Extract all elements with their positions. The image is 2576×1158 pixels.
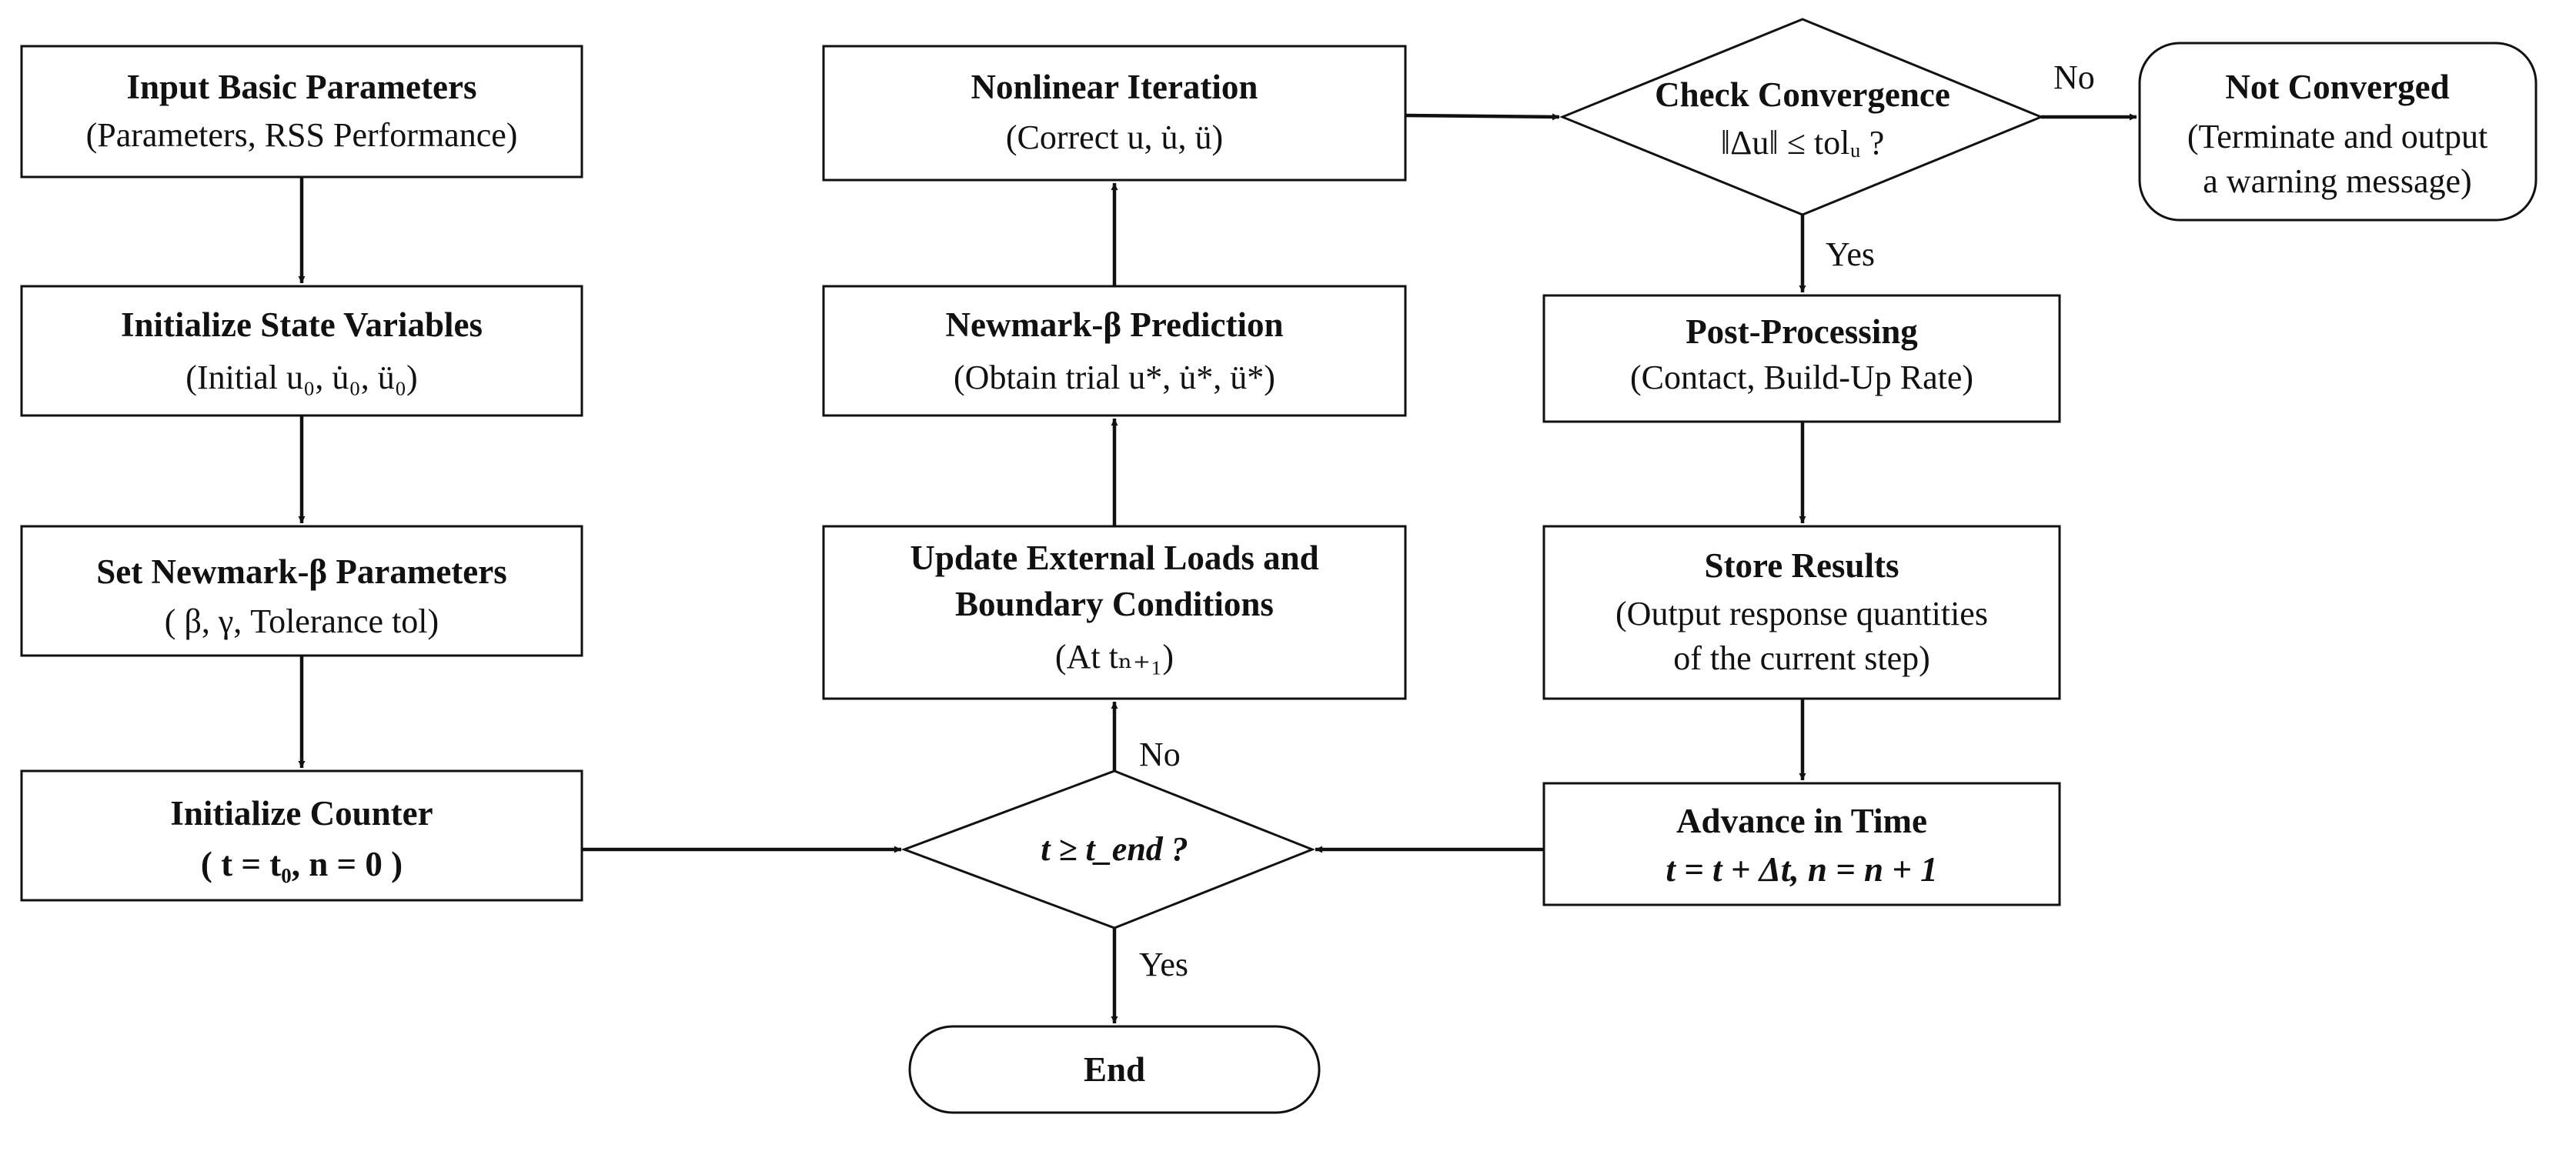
init-counter-title: Initialize Counter — [170, 794, 433, 833]
not-converged-line2: a warning message) — [2203, 162, 2471, 200]
init-state-title: Initialize State Variables — [121, 305, 483, 344]
set-newmark-title: Set Newmark-β Parameters — [96, 552, 507, 591]
store-results-line1: (Output response quantities — [1615, 595, 1988, 632]
init-counter-subtitle: ( t = t₀, n = 0 ) — [201, 845, 403, 883]
node-check-convergence: Check Convergence ‖Δu‖ ≤ tolᵤ ? — [1559, 18, 2044, 216]
node-init-counter: Initialize Counter ( t = t₀, n = 0 ) — [20, 769, 583, 902]
not-converged-line1: (Terminate and output — [2187, 118, 2487, 155]
update-loads-subtitle: (At tₙ₊₁) — [1055, 638, 1174, 676]
post-processing-subtitle: (Contact, Build-Up Rate) — [1630, 359, 1973, 396]
nonlinear-iteration-title: Nonlinear Iteration — [971, 68, 1258, 106]
post-processing-title: Post-Processing — [1686, 312, 1918, 351]
node-update-loads: Update External Loads and Boundary Condi… — [822, 525, 1407, 700]
node-init-state: Initialize State Variables (Initial u₀, … — [20, 285, 583, 417]
init-state-subtitle: (Initial u₀, u̇₀, ü₀) — [185, 359, 417, 396]
check-convergence-title: Check Convergence — [1655, 75, 1950, 114]
advance-time-subtitle: t = t + Δt, n = n + 1 — [1666, 850, 1937, 889]
advance-time-title: Advance in Time — [1676, 802, 1927, 840]
node-newmark-prediction: Newmark-β Prediction (Obtain trial u*, u… — [822, 285, 1407, 417]
conv-yes-label: Yes — [1826, 235, 1875, 273]
node-post-processing: Post-Processing (Contact, Build-Up Rate) — [1542, 294, 2061, 423]
store-results-title: Store Results — [1705, 546, 1899, 585]
time-check-label: t ≥ t_end ? — [1041, 830, 1188, 868]
edge-nonlinear-to-check-convergence — [1405, 113, 1560, 121]
check-convergence-subtitle: ‖Δu‖ ≤ tolᵤ ? — [1721, 124, 1885, 162]
node-advance-time: Advance in Time t = t + Δt, n = n + 1 — [1542, 782, 2061, 906]
store-results-line2: of the current step) — [1673, 639, 1930, 677]
node-end: End — [908, 1025, 1321, 1114]
update-loads-title-line1: Update External Loads and — [910, 539, 1318, 577]
node-not-converged: Not Converged (Terminate and output a wa… — [2138, 42, 2538, 222]
node-store-results: Store Results (Output response quantitie… — [1542, 525, 2061, 700]
newmark-prediction-title: Newmark-β Prediction — [945, 305, 1283, 344]
node-nonlinear-iteration: Nonlinear Iteration (Correct u, u̇, ü) — [822, 45, 1407, 182]
node-input-params: Input Basic Parameters (Parameters, RSS … — [20, 45, 583, 179]
not-converged-title: Not Converged — [2225, 68, 2449, 106]
conv-no-label: No — [2053, 58, 2095, 96]
input-params-subtitle: (Parameters, RSS Performance) — [86, 116, 518, 154]
set-newmark-subtitle: ( β, γ, Tolerance tol) — [165, 602, 439, 640]
update-loads-title-line2: Boundary Conditions — [955, 585, 1274, 623]
end-title: End — [1084, 1050, 1145, 1089]
node-time-check: t ≥ t_end ? — [900, 769, 1316, 929]
nonlinear-iteration-subtitle: (Correct u, u̇, ü) — [1006, 118, 1223, 156]
newmark-prediction-subtitle: (Obtain trial u*, u̇*, ü*) — [954, 359, 1275, 396]
input-params-title: Input Basic Parameters — [127, 68, 477, 106]
time-no-label: No — [1139, 736, 1181, 773]
time-yes-label: Yes — [1139, 946, 1188, 983]
node-set-newmark: Set Newmark-β Parameters ( β, γ, Toleran… — [20, 525, 583, 657]
